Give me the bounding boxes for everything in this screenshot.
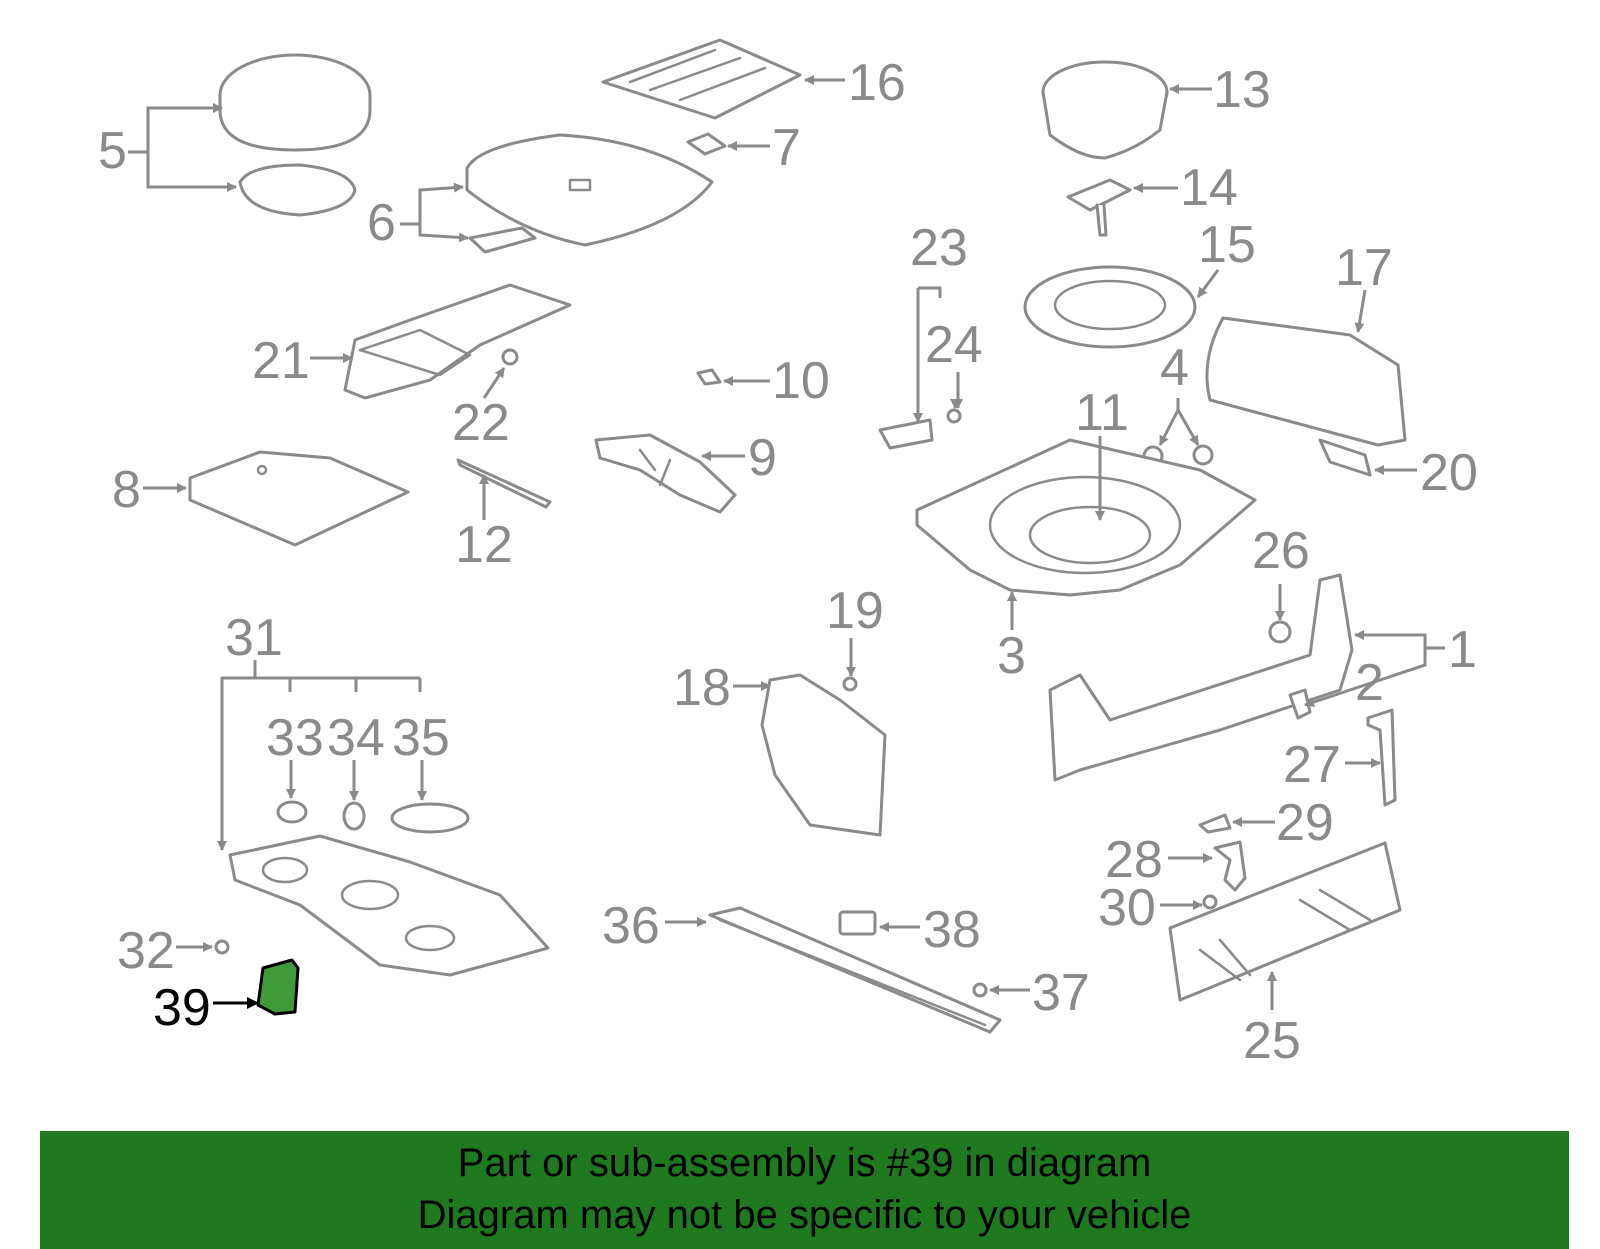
part-13-spare-tub bbox=[1041, 60, 1169, 160]
callout-24: 24 bbox=[925, 316, 983, 374]
callout-21: 21 bbox=[252, 332, 310, 390]
callout-8: 8 bbox=[112, 461, 141, 519]
callout-39: 39 bbox=[153, 979, 211, 1037]
part-3-trunk-floor-pan bbox=[915, 438, 1257, 597]
callout-22: 22 bbox=[452, 394, 510, 452]
part-36-sill-plate bbox=[708, 906, 1002, 1034]
callout-26: 26 bbox=[1252, 522, 1310, 580]
callout-10: 10 bbox=[772, 352, 830, 410]
part-21-storage-tray bbox=[343, 283, 572, 400]
part-2-clip bbox=[1288, 688, 1312, 720]
part-6-trunk-floor-panel bbox=[465, 133, 714, 254]
info-banner: Part or sub-assembly is #39 in diagram D… bbox=[40, 1131, 1569, 1249]
part-24-clip bbox=[946, 408, 962, 424]
callout-labels: 5 6 16 7 13 14 15 23 24 17 21 22 10 4 11… bbox=[98, 54, 1478, 1070]
part-14-bracket bbox=[1066, 178, 1132, 237]
part-22-clip bbox=[501, 348, 519, 366]
part-30-clip bbox=[1202, 894, 1218, 910]
callout-32: 32 bbox=[117, 922, 175, 980]
part-23-bracket bbox=[878, 418, 934, 450]
callout-17: 17 bbox=[1335, 239, 1393, 297]
banner-line-1: Part or sub-assembly is #39 in diagram bbox=[457, 1141, 1152, 1185]
callout-13: 13 bbox=[1213, 61, 1271, 119]
part-26-clip bbox=[1268, 620, 1292, 644]
callout-9: 9 bbox=[748, 429, 777, 487]
part-15-ring bbox=[1023, 265, 1197, 349]
callout-35: 35 bbox=[392, 709, 450, 767]
part-16-floor-mat bbox=[601, 38, 802, 120]
callout-1: 1 bbox=[1448, 621, 1477, 679]
part-27-strap bbox=[1366, 708, 1397, 807]
part-37-clip bbox=[972, 982, 988, 998]
callout-7: 7 bbox=[772, 119, 801, 177]
callout-5: 5 bbox=[98, 122, 127, 180]
part-5-spare-cover bbox=[218, 53, 372, 217]
callout-25: 25 bbox=[1243, 1012, 1301, 1070]
part-38-clip bbox=[838, 910, 877, 936]
part-35-speaker-grille bbox=[390, 802, 470, 834]
callout-28: 28 bbox=[1105, 831, 1163, 889]
part-8-floor-board bbox=[188, 450, 410, 547]
callout-11: 11 bbox=[1075, 384, 1129, 442]
parts-diagram: 5 6 16 7 13 14 15 23 24 17 21 22 10 4 11… bbox=[98, 38, 1478, 1070]
leader-lines bbox=[128, 75, 1445, 1010]
callout-30: 30 bbox=[1098, 879, 1156, 937]
part-32-clip bbox=[214, 939, 230, 955]
part-18-trim-panel bbox=[760, 673, 887, 837]
callout-34: 34 bbox=[327, 709, 385, 767]
callout-15: 15 bbox=[1198, 216, 1256, 274]
callout-38: 38 bbox=[923, 901, 981, 959]
callout-31: 31 bbox=[225, 609, 283, 667]
part-9-jack bbox=[594, 433, 737, 514]
callout-27: 27 bbox=[1283, 736, 1341, 794]
part-25-cargo-net bbox=[1168, 841, 1402, 1002]
callout-23: 23 bbox=[910, 219, 968, 277]
callout-19: 19 bbox=[826, 582, 884, 640]
callout-14: 14 bbox=[1180, 159, 1238, 217]
callout-4: 4 bbox=[1160, 339, 1189, 397]
part-17-side-panel bbox=[1205, 316, 1407, 447]
callout-33: 33 bbox=[266, 709, 324, 767]
part-28-hook bbox=[1213, 840, 1247, 892]
callout-18: 18 bbox=[673, 659, 731, 717]
part-10-clip bbox=[696, 368, 722, 386]
banner-line-2: Diagram may not be specific to your vehi… bbox=[417, 1193, 1192, 1237]
part-29-clip bbox=[1198, 813, 1232, 834]
callout-2: 2 bbox=[1355, 654, 1384, 712]
callout-6: 6 bbox=[367, 194, 396, 252]
callout-37: 37 bbox=[1032, 964, 1090, 1022]
part-19-clip bbox=[842, 676, 858, 692]
callout-20: 20 bbox=[1420, 444, 1478, 502]
part-34-plug bbox=[342, 801, 366, 831]
part-12-rod bbox=[456, 458, 552, 509]
part-39-highlighted bbox=[256, 958, 300, 1016]
part-20-clip bbox=[1318, 438, 1372, 477]
callout-29: 29 bbox=[1276, 794, 1334, 852]
callout-16: 16 bbox=[848, 54, 906, 112]
callout-3: 3 bbox=[997, 627, 1026, 685]
callout-36: 36 bbox=[602, 897, 660, 955]
part-1-sill-trim bbox=[1048, 573, 1354, 782]
callout-12: 12 bbox=[455, 516, 513, 574]
part-33-grommet bbox=[276, 800, 308, 824]
part-7-clip bbox=[686, 132, 727, 156]
part-31-rear-shelf bbox=[228, 834, 550, 977]
